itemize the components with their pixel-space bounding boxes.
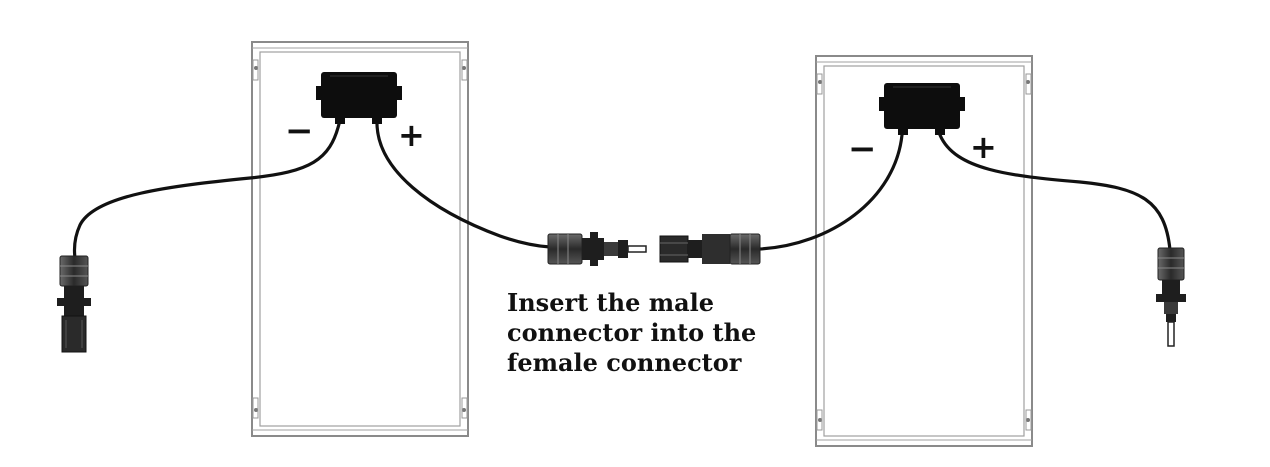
right-junction-box (879, 83, 965, 135)
left-panel-positive-cable (375, 122, 552, 249)
caption-line-1: Insert the male (507, 288, 715, 317)
left-loose-connector (57, 255, 91, 353)
right-panel-plus-symbol: + (970, 128, 997, 166)
right-panel-minus-symbol: − (848, 129, 877, 169)
male-connector (547, 232, 647, 266)
right-panel-positive-cable (938, 133, 1172, 252)
left-junction-box (316, 72, 402, 124)
left-panel-minus-symbol: − (285, 111, 314, 151)
left-panel-plus-symbol: + (398, 116, 425, 154)
right-panel-negative-cable (758, 133, 904, 251)
caption-line-3: female connector (507, 348, 742, 377)
left-panel-negative-cable (72, 122, 341, 260)
female-connector (659, 233, 761, 265)
connection-instruction-caption: Insert the male connector into the femal… (507, 288, 827, 378)
right-loose-connector (1156, 247, 1186, 347)
caption-line-2: connector into the (507, 318, 757, 347)
